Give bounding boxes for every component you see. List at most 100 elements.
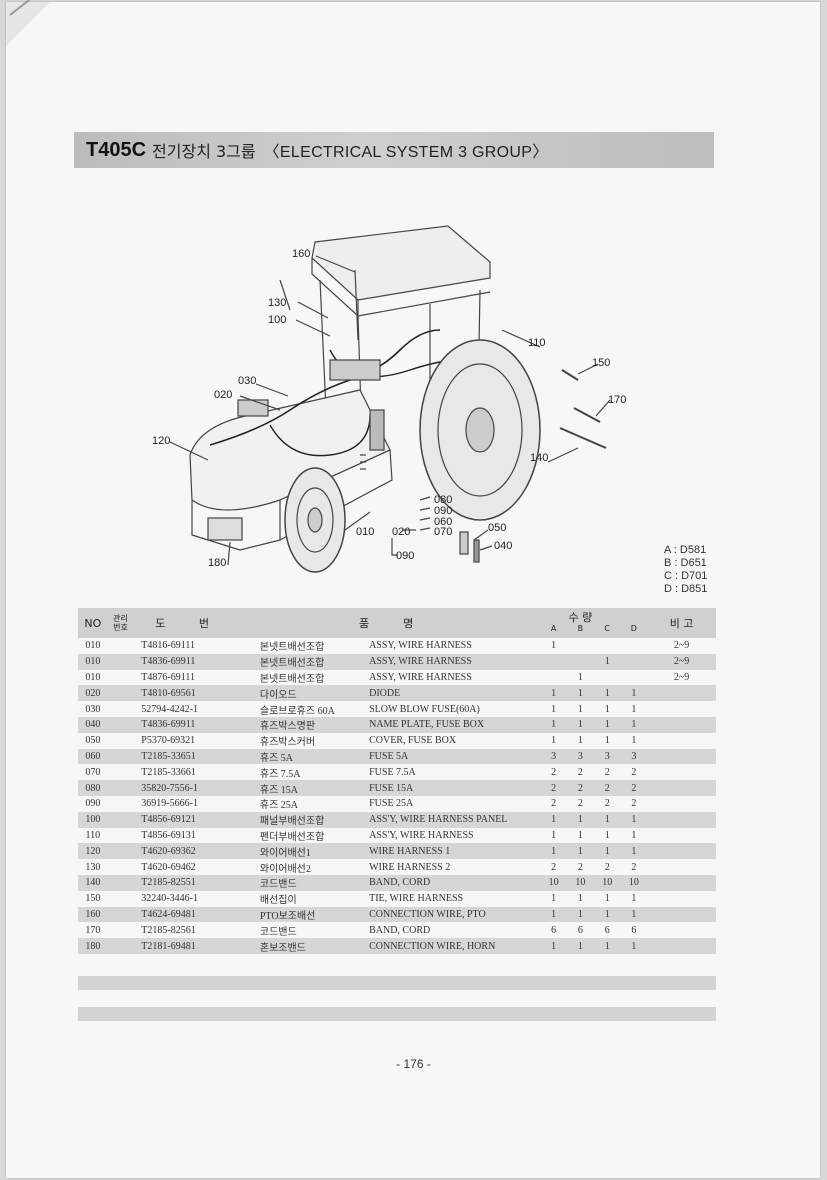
cell-c: 1: [604, 703, 610, 715]
cell-b: 1: [577, 829, 583, 841]
cell-b: 1: [577, 703, 583, 715]
cell-remark: [647, 891, 716, 907]
cell-mgmt: [108, 701, 134, 717]
model-a: A : D581: [664, 544, 707, 556]
cell-part: P5370-69321: [141, 735, 196, 747]
callout-060: 060: [434, 516, 453, 528]
cell-a: [540, 653, 567, 670]
cell-mgmt: [108, 764, 134, 780]
cell-d: [621, 670, 648, 686]
cell-part: T2185-82561: [141, 924, 196, 936]
header-drawing-1: 도: [155, 617, 166, 630]
cell-remark: [647, 780, 716, 796]
cell-c: 1: [593, 716, 621, 733]
cell-part: 52794-4242-1: [141, 703, 198, 715]
cell-part: T4816-69111: [141, 640, 195, 652]
cell-mgmt: [108, 638, 134, 654]
cell-b: 1: [566, 811, 594, 828]
cell-d: 1: [620, 716, 648, 733]
cell-ko: 다이오드: [259, 685, 370, 702]
cell-remark: [647, 938, 716, 954]
cell-ko: 슬로브로휴즈 60A: [259, 705, 335, 717]
callout-020: 020: [214, 389, 233, 401]
cell-mgmt: [107, 843, 134, 860]
cell-mgmt: [107, 716, 134, 733]
parts-diagram: 160 130 100 110 150 030 020 170 120 140 …: [130, 200, 690, 590]
cell-remark: [647, 843, 716, 860]
cell-a: 3: [540, 748, 567, 765]
callout-010: 010: [356, 526, 375, 538]
cell-en: ASSY, WIRE HARNESS: [369, 653, 541, 670]
cell-c: 1: [593, 811, 621, 828]
cell-a: 1: [540, 811, 567, 828]
cell-en: DIODE: [369, 685, 541, 702]
model-b: B : D651: [664, 557, 707, 569]
cell-ko: 혼보조밴드: [259, 938, 370, 954]
cell-remark: 2~9: [647, 653, 716, 670]
cell-no: 050: [85, 735, 101, 747]
cell-en: SLOW BLOW FUSE(60A): [369, 703, 480, 715]
cell-b: 2: [577, 766, 583, 778]
cell-part: T4624-69481: [133, 906, 260, 923]
section-title-bar: T405C 전기장치 3그룹 〈ELECTRICAL SYSTEM 3 GROU…: [74, 132, 714, 168]
header-mgmt-bottom: 번호: [113, 623, 128, 632]
cell-part: T2185-33661: [141, 766, 196, 778]
cell-d: 1: [631, 893, 637, 905]
cell-no: 130: [85, 861, 101, 873]
cell-part: T4836-69911: [133, 653, 260, 670]
cell-a: 1: [551, 735, 557, 747]
cell-mgmt: [107, 938, 134, 954]
cell-b: 1: [577, 893, 583, 905]
cell-en: TIE, WIRE HARNESS: [369, 893, 464, 905]
cell-en: WIRE HARNESS 2: [369, 861, 451, 873]
cell-d: 6: [631, 924, 637, 936]
cell-a: 1: [540, 716, 567, 733]
cell-mgmt: [107, 811, 134, 828]
cell-ko: 휴즈박스명판: [259, 716, 370, 733]
cell-ko: 와이어배선1: [259, 843, 370, 860]
cell-a: 1: [551, 703, 557, 715]
blank-row: [78, 1007, 716, 1021]
model-legend: A : D581 B : D651 C : D701 D : D851: [664, 544, 707, 596]
header-mgmt-top: 관리: [113, 614, 128, 623]
cell-a: 2: [551, 766, 557, 778]
cell-b: 1: [566, 906, 594, 923]
cell-part: 32240-3446-1: [141, 893, 198, 905]
header-qty-a: A: [540, 608, 567, 638]
callout-180: 180: [208, 557, 227, 569]
cell-en: NAME PLATE, FUSE BOX: [369, 716, 541, 733]
cell-d: 1: [631, 703, 637, 715]
cell-en: ASS'Y, WIRE HARNESS PANEL: [369, 811, 541, 828]
cell-d: 2: [631, 766, 637, 778]
cell-part: T4876-69111: [141, 671, 195, 683]
cell-part: 36919-5666-1: [141, 798, 198, 810]
cell-ko: 패널부배선조합: [259, 811, 370, 828]
cell-no: 160: [78, 906, 108, 923]
cell-b: 1: [566, 938, 594, 954]
cell-c: 1: [593, 906, 621, 923]
cell-no: 010: [85, 640, 101, 652]
title-english: 〈ELECTRICAL SYSTEM 3 GROUP〉: [263, 144, 549, 161]
cell-d: 1: [631, 735, 637, 747]
cell-c: 1: [593, 843, 621, 860]
cell-c: 2: [604, 766, 610, 778]
cell-en: FUSE 7.5A: [369, 766, 416, 778]
cell-ko: 코드밴드: [259, 926, 297, 938]
cell-part: T4856-69131: [141, 829, 196, 841]
cell-a: 1: [540, 685, 567, 702]
callout-150: 150: [592, 357, 611, 369]
header-no: NO: [78, 608, 108, 638]
cell-b: 6: [577, 924, 583, 936]
cell-en: BAND, CORD: [369, 874, 541, 891]
cell-c: 1: [604, 893, 610, 905]
cell-b: 2: [577, 798, 583, 810]
cell-no: 100: [78, 811, 108, 828]
cell-a: 1: [540, 906, 567, 923]
cell-en: WIRE HARNESS 1: [369, 843, 541, 860]
